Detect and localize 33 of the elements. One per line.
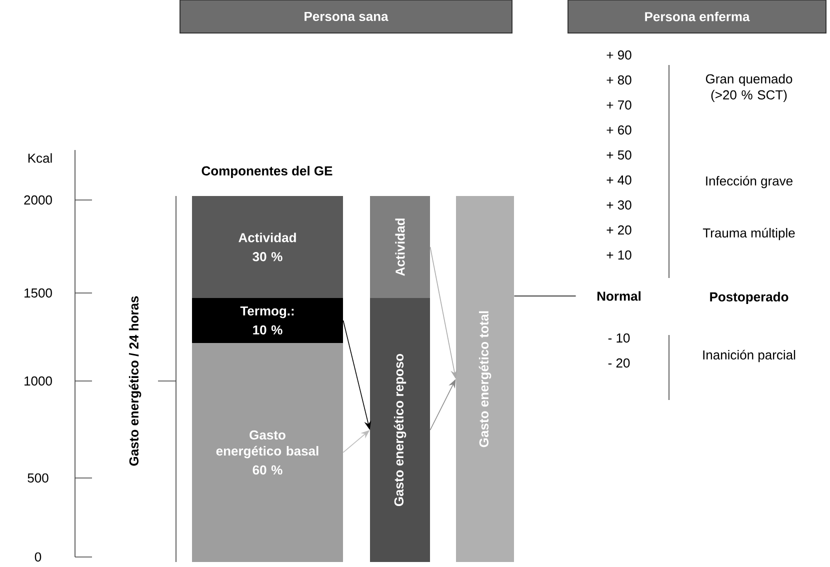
bar-segment: Actividad 30 % <box>192 196 343 298</box>
header-bar: Persona enferma <box>568 0 826 34</box>
header-bar: Persona sana <box>180 0 512 34</box>
bar-segment: Gasto energético reposo <box>370 298 430 562</box>
category-label: Gran quemado (>20 % SCT) <box>706 74 792 102</box>
scale-label: 0 <box>34 552 42 562</box>
bar-segment: Actividad <box>370 196 430 298</box>
scale-label: + 40 <box>606 175 632 185</box>
bar-segment: Gasto energético basal 60 % <box>192 343 343 562</box>
bar-segment: Termog.: 10 % <box>192 298 343 343</box>
scale-label: + 90 <box>606 50 632 60</box>
scale-label: Inanición parcial <box>703 350 796 362</box>
bar-segment: Gasto energético total <box>456 196 514 562</box>
scale-label: 1500 <box>24 288 52 298</box>
scale-label: Trauma múltiple <box>702 228 795 240</box>
scale-label: Infección grave <box>706 176 792 188</box>
level-label: Normal <box>597 291 640 301</box>
scale-label: + 30 <box>606 200 632 210</box>
scale-label: + 60 <box>606 125 632 135</box>
axis-title: Gasto energético / 24 horas <box>128 296 142 466</box>
scale-label: + 80 <box>606 75 632 85</box>
scale-label: + 10 <box>606 250 632 260</box>
chart-heading: Componentes del GE <box>202 166 332 178</box>
scale-label: + 50 <box>606 150 632 160</box>
scale-label: 2000 <box>24 195 52 205</box>
scale-label: - 20 <box>608 358 630 368</box>
category-label: Postoperado <box>710 292 788 304</box>
scale-label: - 10 <box>608 333 630 343</box>
scale-label: 1000 <box>24 376 52 386</box>
scale-label: + 20 <box>606 225 632 235</box>
scale-label: + 70 <box>606 100 632 110</box>
scale-label: Kcal <box>28 153 52 163</box>
scale-label: 500 <box>28 473 48 483</box>
